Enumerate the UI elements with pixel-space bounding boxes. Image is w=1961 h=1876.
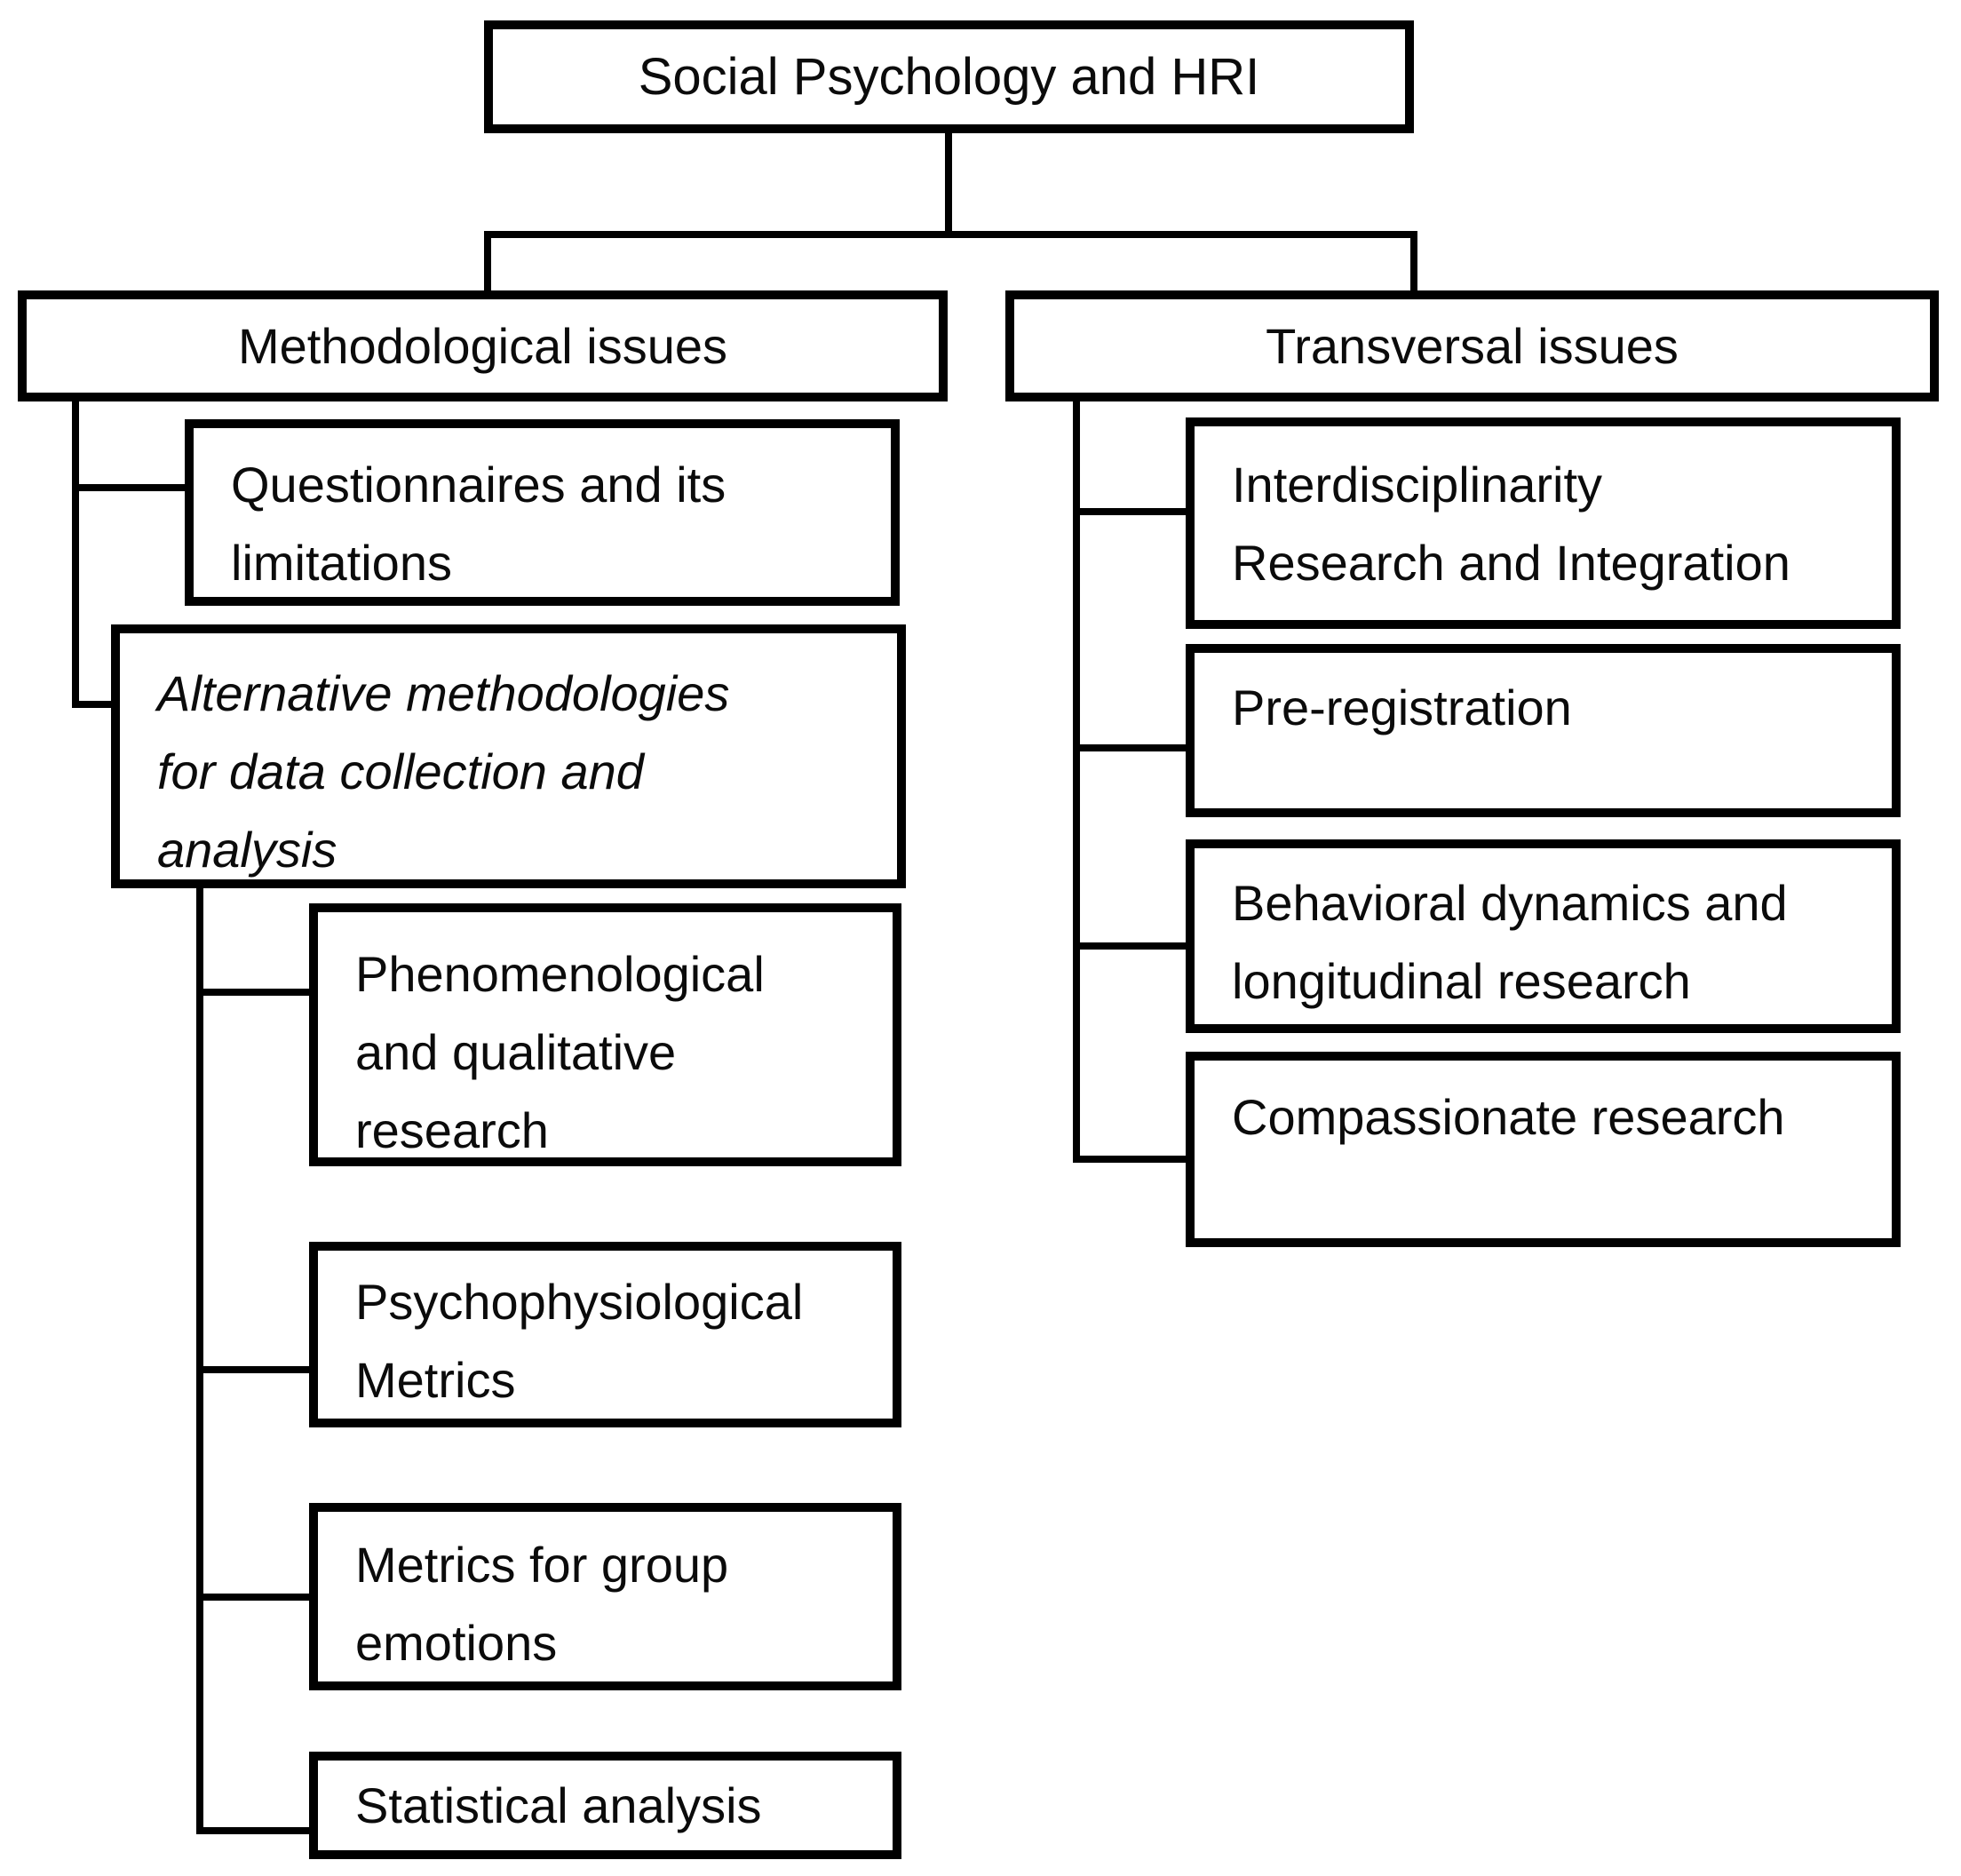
text-line: Questionnaires and its [231, 457, 726, 513]
text-line: emotions [355, 1615, 558, 1671]
node-methodological-issues: Methodological issues [18, 290, 948, 401]
text-line: Alternative methodologies [157, 665, 730, 721]
connector-stub-metrics-group [196, 1594, 309, 1601]
node-interdisciplinarity-research-integration: Interdisciplinarity Research and Integra… [1186, 417, 1901, 629]
connector-right-drop [1410, 234, 1417, 290]
connector-alternative-trunk [196, 888, 203, 1834]
text-line: Statistical analysis [355, 1777, 762, 1833]
node-questionnaires-limitations: Questionnaires and its limitations [185, 419, 900, 606]
connector-transversal-trunk [1073, 401, 1080, 1163]
node-psychophysiological-metrics: Psychophysiological Metrics [309, 1242, 901, 1427]
text-line: for data collection and [157, 743, 644, 799]
text-line: Behavioral dynamics and [1232, 875, 1788, 931]
node-phenomenological-qualitative-research: Phenomenological and qualitative researc… [309, 903, 901, 1166]
text-line: research [355, 1102, 549, 1158]
text-line: Interdisciplinarity [1232, 457, 1603, 513]
node-transversal-issues: Transversal issues [1005, 290, 1939, 401]
connector-stub-questionnaires [72, 484, 185, 491]
node-metrics-for-group-emotions: Metrics for group emotions [309, 1503, 901, 1690]
text-line: limitations [231, 535, 452, 591]
node-statistical-analysis: Statistical analysis [309, 1752, 901, 1859]
node-pre-registration: Pre-registration [1186, 644, 1901, 817]
connector-stub-alternative [72, 701, 115, 708]
connector-stub-phenomenological [196, 989, 309, 996]
node-behavioral-dynamics-longitudinal: Behavioral dynamics and longitudinal res… [1186, 839, 1901, 1033]
text-line: Research and Integration [1232, 535, 1790, 591]
text-line: Phenomenological [355, 946, 765, 1002]
node-label: Social Psychology and HRI [638, 47, 1260, 106]
connector-stub-behavioral [1073, 942, 1186, 950]
connector-stub-preregistration [1073, 744, 1186, 751]
connector-left-drop [484, 234, 491, 290]
text-line: longitudinal research [1232, 953, 1691, 1009]
node-compassionate-research: Compassionate research [1186, 1052, 1901, 1247]
node-label: Methodological issues [238, 317, 727, 374]
connector-stub-interdisciplinarity [1073, 508, 1186, 515]
text-line: Pre-registration [1232, 680, 1572, 735]
connector-methodological-trunk [72, 401, 79, 708]
node-label: Transversal issues [1266, 317, 1679, 374]
text-line: Metrics [355, 1352, 516, 1408]
text-line: and qualitative [355, 1024, 677, 1080]
node-alternative-methodologies: Alternative methodologies for data colle… [111, 624, 906, 888]
connector-stub-statistical [196, 1827, 309, 1834]
text-line: analysis [157, 822, 337, 878]
node-social-psychology-and-hri: Social Psychology and HRI [484, 20, 1414, 133]
connector-root-vertical [945, 133, 952, 234]
connector-stub-compassionate [1073, 1156, 1186, 1163]
text-line: Compassionate research [1232, 1089, 1785, 1145]
connector-stub-psychophysiological [196, 1366, 309, 1373]
text-line: Psychophysiological [355, 1274, 804, 1330]
text-line: Metrics for group [355, 1537, 729, 1593]
connector-main-horizontal [484, 231, 1417, 238]
